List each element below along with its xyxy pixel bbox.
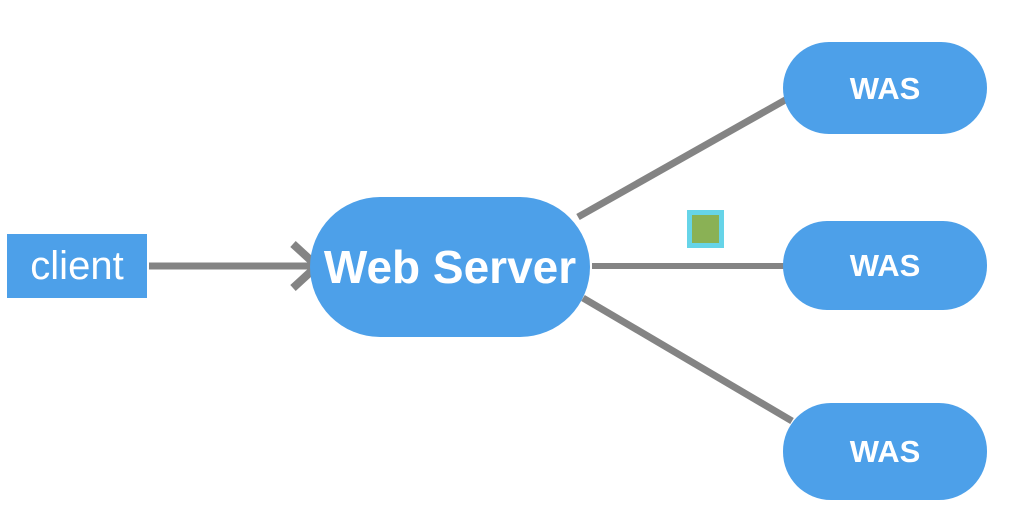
- edge-webserver-to-was-bottom: [581, 294, 794, 425]
- node-web-server: Web Server: [310, 197, 590, 337]
- edge-webserver-to-was-top: [576, 95, 789, 221]
- node-client-label: client: [30, 244, 124, 288]
- node-web-server-label: Web Server: [323, 241, 577, 293]
- node-was-bottom-label: WAS: [849, 434, 921, 469]
- node-was-middle: WAS: [783, 221, 987, 310]
- node-was-middle-label: WAS: [849, 248, 921, 283]
- node-client: client: [7, 234, 147, 298]
- selection-handle: [687, 210, 724, 248]
- node-was-bottom: WAS: [783, 403, 987, 500]
- node-was-top-label: WAS: [849, 70, 921, 106]
- node-was-top: WAS: [783, 42, 987, 134]
